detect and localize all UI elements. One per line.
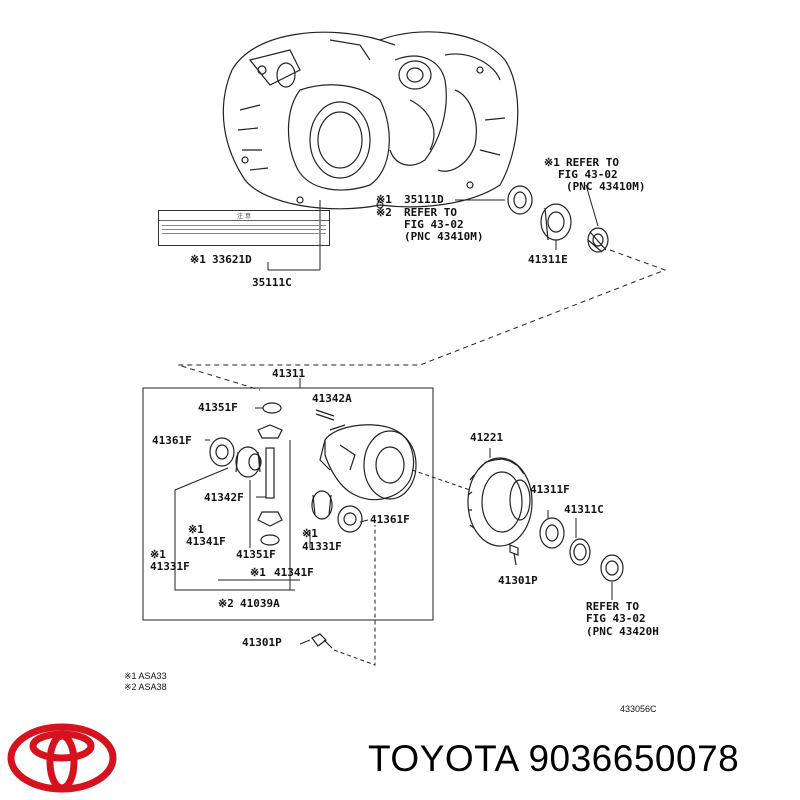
refer-c-line2: FIG 43-02 <box>586 612 646 625</box>
pin-41342A <box>315 409 335 421</box>
mark-1-41331F-a: ※1 <box>302 527 318 540</box>
mark-1-41341F-a: ※1 <box>188 523 204 536</box>
ring-gear-41221 <box>467 457 533 547</box>
mark-1-41331F-b: ※1 <box>150 548 166 561</box>
figure-code: 433056C <box>620 704 657 714</box>
label-41301P-a: 41301P <box>498 574 538 587</box>
washer-41351F <box>262 402 282 414</box>
refer-b-line3: (PNC 43410M) <box>566 180 646 193</box>
label-35111C: 35111C <box>252 276 292 289</box>
label-41039A: 41039A <box>240 597 280 610</box>
differential-case <box>319 424 417 501</box>
label-33621D: 33621D <box>212 253 252 266</box>
oil-seal-43420H <box>600 554 624 582</box>
refer-c-line1: REFER TO <box>586 600 639 613</box>
label-41301P-b: 41301P <box>242 636 282 649</box>
label-41311C: 41311C <box>564 503 604 516</box>
bearing-41311F <box>539 517 565 549</box>
warning-label-title: 注 意 <box>159 211 329 221</box>
pinion-shaft-41342F <box>265 447 275 499</box>
note-asa33: ※1 ASA33 <box>124 671 167 681</box>
bolt-41301P-lower <box>311 633 333 649</box>
label-41351F-a: 41351F <box>198 401 238 414</box>
label-41311: 41311 <box>272 367 306 380</box>
label-41342F: 41342F <box>204 491 244 504</box>
thrust-washer-41361F-right <box>337 505 363 533</box>
refer-b-line2: FIG 43-02 <box>558 168 618 181</box>
refer-a-line2: FIG 43-02 <box>404 218 464 231</box>
pinion-gear-top <box>257 424 283 439</box>
oil-seal-35111D <box>507 185 533 215</box>
label-41341F-a: 41341F <box>186 535 226 548</box>
mark-2-41039A: ※2 <box>218 597 234 610</box>
warning-label-lines <box>159 221 329 238</box>
note-asa38: ※2 ASA38 <box>124 682 167 692</box>
label-41331F-b: 41331F <box>150 560 190 573</box>
refer-b-line1: REFER TO <box>566 156 619 169</box>
pinion-washer-41361F-left <box>209 437 235 467</box>
label-41311F: 41311F <box>530 483 570 496</box>
label-41351F-b: 41351F <box>236 548 276 561</box>
mark-1-41341F-b: ※1 <box>250 566 266 579</box>
label-41341F-b: 41341F <box>274 566 314 579</box>
warning-label: 注 意 <box>158 210 330 246</box>
bearing-41311E <box>540 203 572 241</box>
mark-1-33621D: ※1 <box>190 253 206 266</box>
refer-a-line3: (PNC 43410M) <box>404 230 484 243</box>
label-41361F-a: 41361F <box>152 434 192 447</box>
mark-1-refer-b: ※1 <box>544 156 560 169</box>
bearing-race-41311C <box>569 538 591 566</box>
label-41331F-a: 41331F <box>302 540 342 553</box>
label-35111D: 35111D <box>404 193 444 206</box>
refer-a-line1: REFER TO <box>404 206 457 219</box>
label-41342A: 41342A <box>312 392 352 405</box>
mark-1-35111D: ※1 <box>376 193 392 206</box>
brand-part-number: TOYOTA 9036650078 <box>368 738 740 779</box>
label-41311E: 41311E <box>528 253 568 266</box>
label-41221: 41221 <box>470 431 504 444</box>
side-gear-right <box>311 490 333 520</box>
mark-2-refer: ※2 <box>376 206 392 219</box>
refer-c-line3: (PNC 43420H <box>586 625 659 638</box>
label-41361F-b: 41361F <box>370 513 410 526</box>
sleeve-43410M <box>587 227 609 253</box>
bolt-41301P-right <box>509 544 519 566</box>
side-gear-left <box>235 446 262 478</box>
pinion-gear-bottom <box>257 511 283 546</box>
toyota-logo <box>7 723 117 793</box>
transaxle-case <box>222 31 519 210</box>
